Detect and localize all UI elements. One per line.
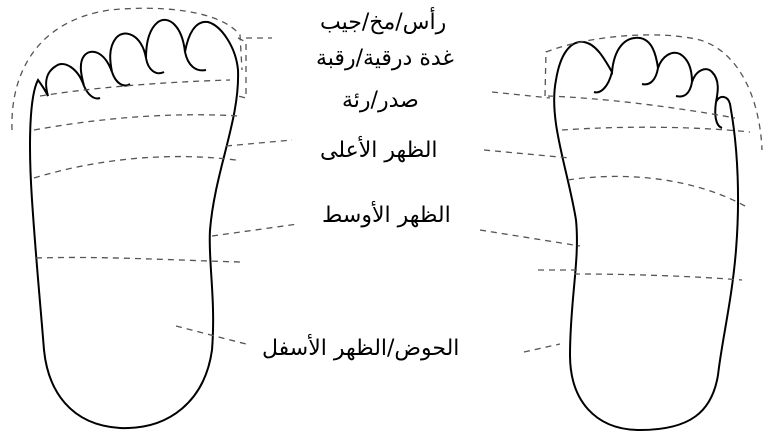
right-mid-line xyxy=(574,274,742,280)
right-neck-line xyxy=(548,96,735,118)
label-upper-back: الظهر الأعلى xyxy=(320,140,438,162)
left-leader-mid xyxy=(212,224,298,236)
left-toe-2 xyxy=(84,86,100,98)
label-middle-back: الظهر الأوسط xyxy=(322,205,451,227)
label-thyroid: غدة درقية/رقبة xyxy=(316,48,454,70)
label-pelvis-lower-back: الحوض/الظهر الأسفل xyxy=(262,338,459,360)
right-leader-lower xyxy=(524,344,560,352)
left-toe-1 xyxy=(185,52,206,70)
label-chest: صدر/رئة xyxy=(342,90,419,112)
right-leader-mid xyxy=(480,230,580,246)
left-leader-upper xyxy=(226,140,292,146)
left-chest-line xyxy=(34,115,240,130)
left-outer-arc xyxy=(12,8,242,130)
right-foot xyxy=(554,38,738,430)
left-foot-zones xyxy=(12,8,298,344)
left-upper-line xyxy=(34,157,236,178)
right-toe-3 xyxy=(676,82,692,96)
label-head: رأس/مخ/جيب xyxy=(320,12,446,34)
left-toe-3 xyxy=(112,72,130,86)
right-upper-line xyxy=(568,176,745,206)
right-toe-2 xyxy=(642,68,658,84)
left-toe-4 xyxy=(146,58,164,73)
left-neck-line xyxy=(40,80,230,96)
right-foot-outline xyxy=(554,38,738,430)
left-leader-lower xyxy=(176,326,246,344)
right-foot-zones xyxy=(480,35,762,352)
right-leader-upper xyxy=(484,150,570,158)
right-toe-1 xyxy=(594,72,612,92)
right-leader-chest xyxy=(492,92,550,98)
